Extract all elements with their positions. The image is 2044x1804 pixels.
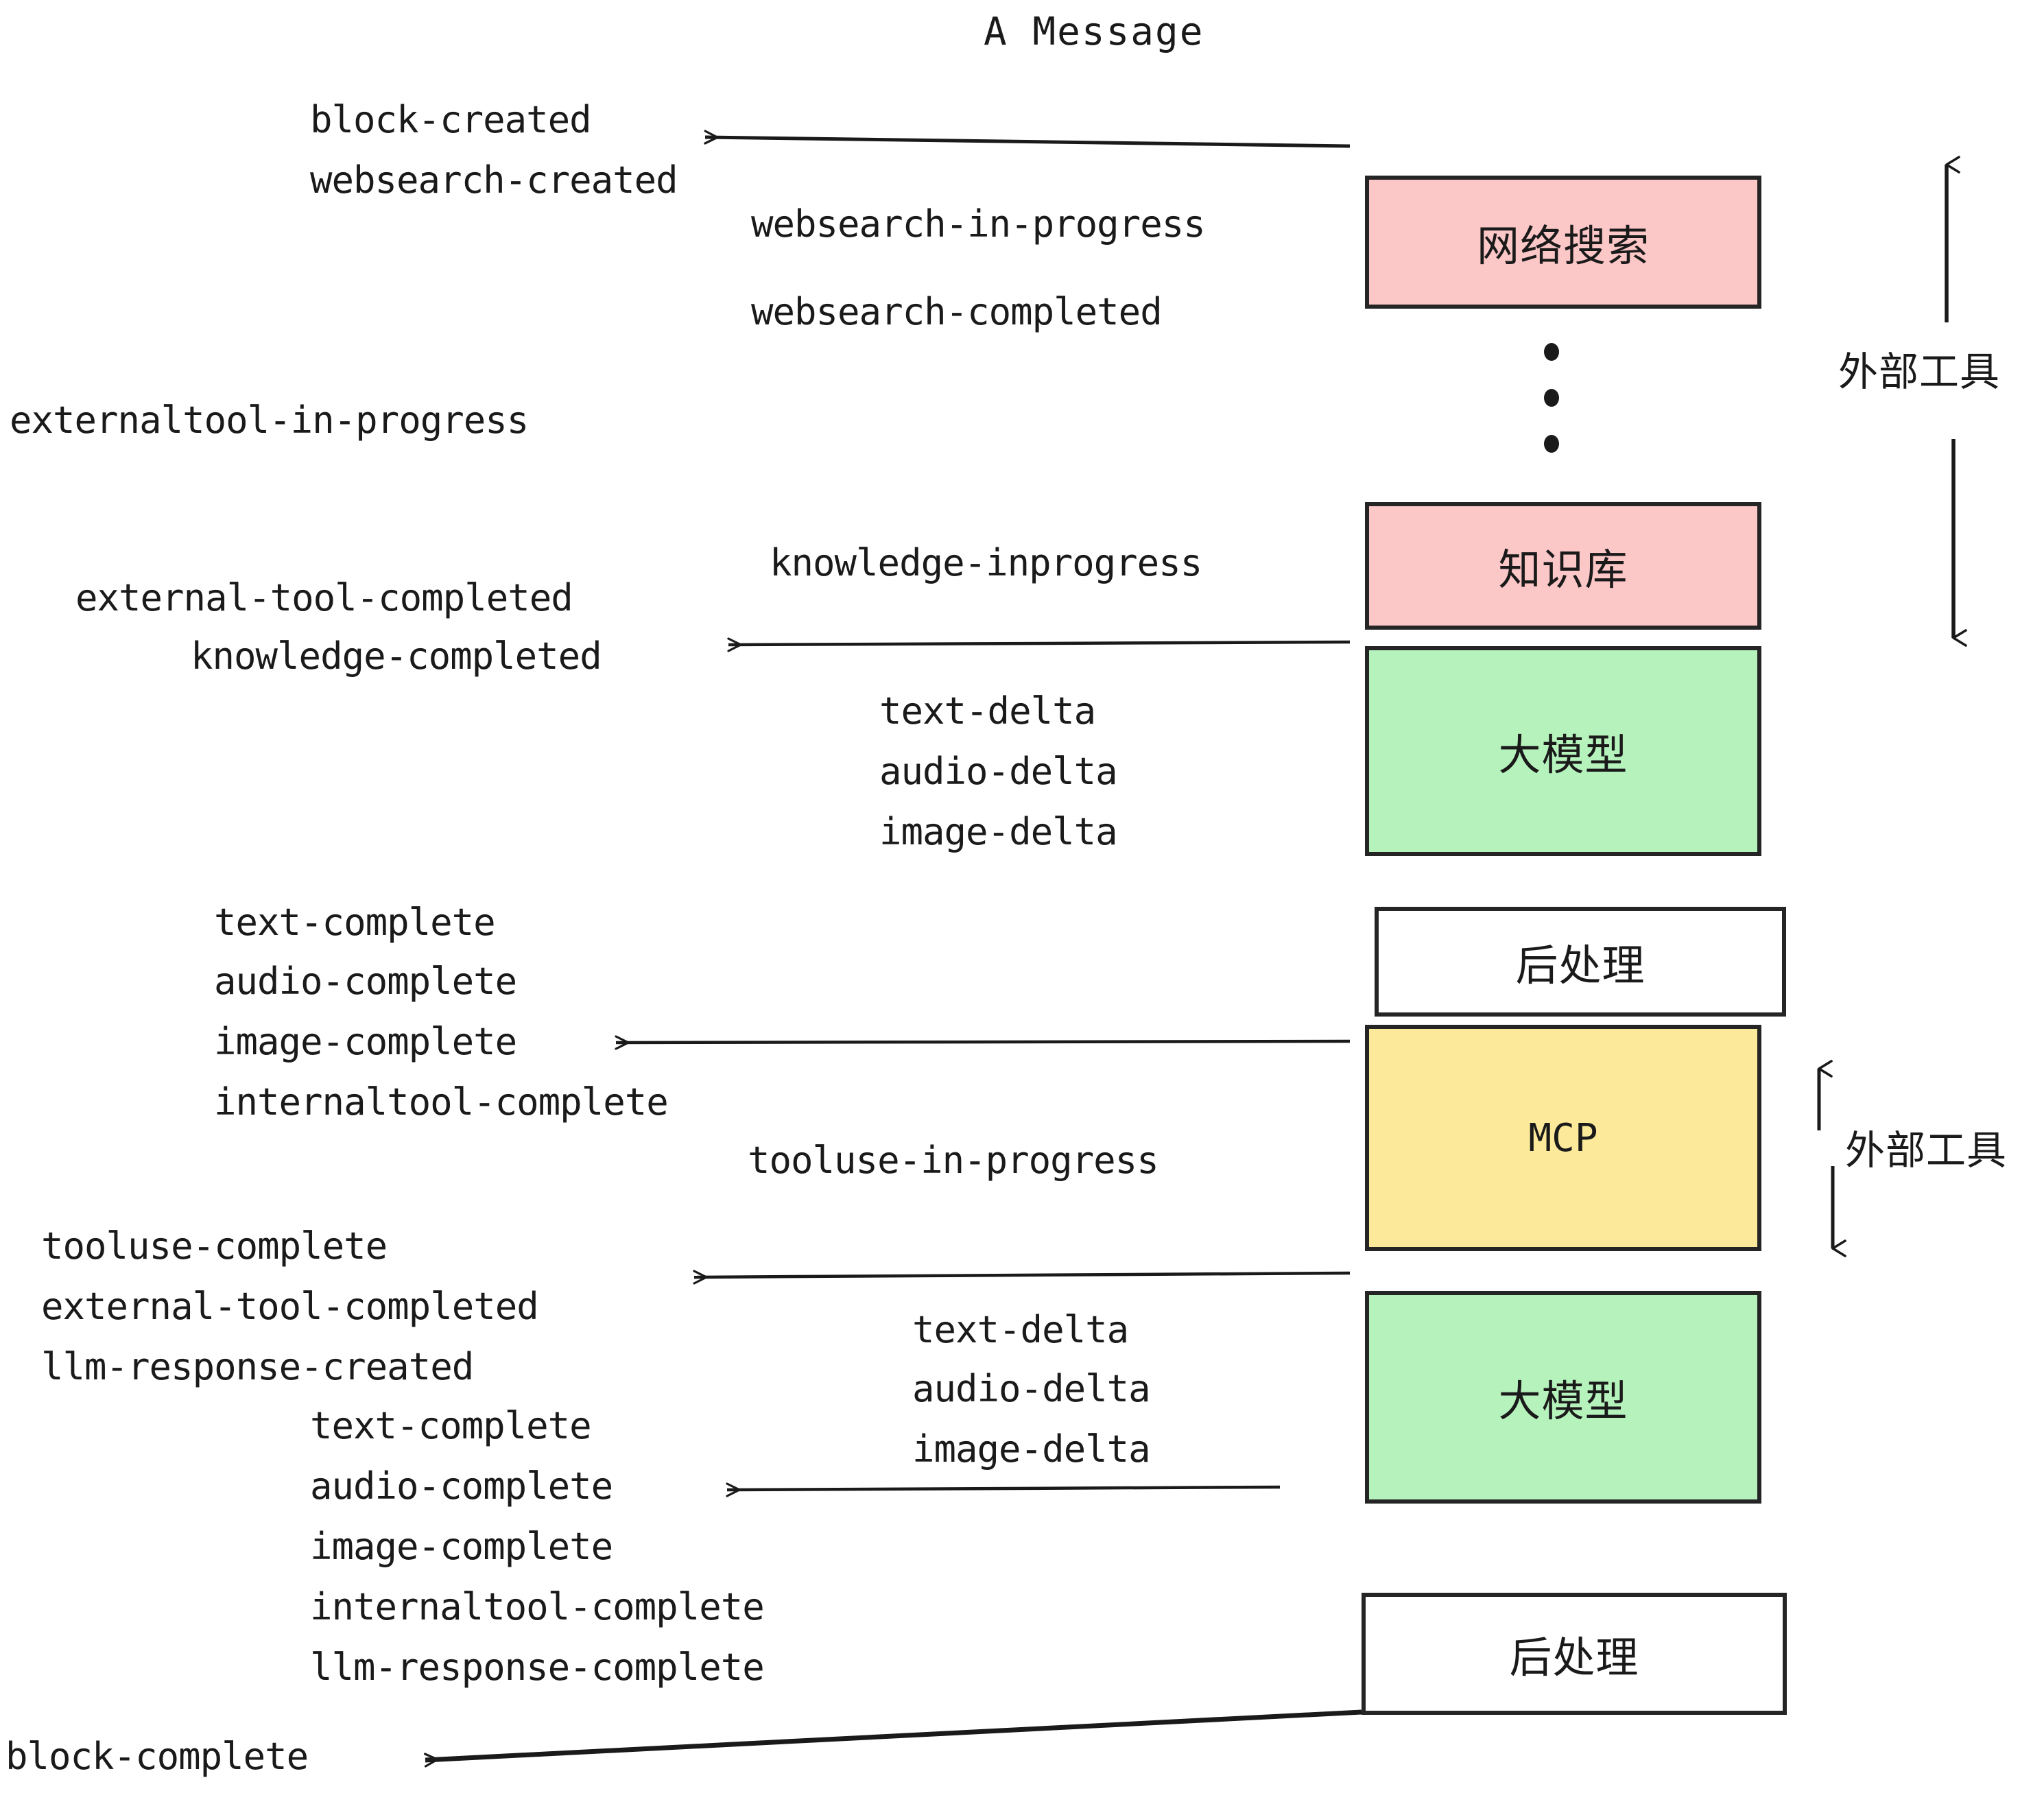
side-label-external-tools-1: 外部工具 <box>1838 348 2001 395</box>
event-websearch-created: websearch-created <box>310 158 678 202</box>
event-tooluse-complete: tooluse-complete <box>41 1224 388 1268</box>
arrow-knowledge-to-completed <box>727 637 1351 652</box>
event-audio-complete-2: audio-complete <box>310 1464 613 1508</box>
event-llm-response-created: llm-response-created <box>41 1345 474 1388</box>
event-websearch-completed: websearch-completed <box>751 290 1163 333</box>
event-text-delta-1: text-delta <box>879 689 1096 733</box>
event-image-delta-1: image-delta <box>879 810 1118 853</box>
arrow-websearch-to-created <box>704 130 1351 148</box>
node-mcp[interactable]: MCP <box>1365 1025 1761 1251</box>
vertical-ellipsis-icon <box>1543 343 1560 453</box>
event-text-delta-2: text-delta <box>912 1308 1129 1351</box>
event-llm-response-complete: llm-response-complete <box>310 1646 765 1689</box>
node-postprocess-2[interactable]: 后处理 <box>1362 1593 1787 1715</box>
diagram-title: A Message <box>984 10 1204 54</box>
arrow-llm2-to-audio-complete <box>726 1482 1281 1497</box>
node-llm-2[interactable]: 大模型 <box>1365 1291 1761 1504</box>
event-tooluse-in-progress: tooluse-in-progress <box>748 1139 1159 1182</box>
node-postprocess-1[interactable]: 后处理 <box>1375 907 1786 1017</box>
node-postprocess-1-label: 后处理 <box>1515 940 1645 990</box>
event-image-complete-1: image-complete <box>214 1020 517 1063</box>
event-text-complete-1: text-complete <box>214 901 496 944</box>
node-postprocess-2-label: 后处理 <box>1509 1633 1639 1683</box>
event-external-tool-completed-2: external-tool-completed <box>41 1285 539 1328</box>
event-image-delta-2: image-delta <box>912 1427 1151 1471</box>
node-llm-1-label: 大模型 <box>1498 730 1628 780</box>
event-block-created: block-created <box>310 98 592 141</box>
event-externaltool-in-progress: externaltool-in-progress <box>10 399 529 442</box>
node-llm-2-label: 大模型 <box>1498 1376 1628 1426</box>
node-mcp-label: MCP <box>1528 1115 1598 1161</box>
event-audio-delta-1: audio-delta <box>879 750 1118 793</box>
arrow-postprocess-to-block-complete <box>423 1709 1362 1768</box>
side-label-external-tools-2: 外部工具 <box>1845 1127 2008 1174</box>
node-web-search-label: 网络搜索 <box>1476 221 1650 271</box>
event-internaltool-complete-2: internaltool-complete <box>310 1585 765 1628</box>
event-websearch-in-progress: websearch-in-progress <box>751 202 1206 246</box>
event-image-complete-2: image-complete <box>310 1525 613 1568</box>
event-audio-complete-1: audio-complete <box>214 960 517 1003</box>
event-text-complete-2: text-complete <box>310 1404 592 1447</box>
event-audio-delta-2: audio-delta <box>912 1367 1151 1410</box>
event-internaltool-complete-1: internaltool-complete <box>214 1080 669 1124</box>
node-llm-1[interactable]: 大模型 <box>1365 646 1761 856</box>
event-block-complete: block-complete <box>5 1735 309 1778</box>
arrow-mcp-to-tooluse-complete <box>693 1270 1351 1285</box>
event-external-tool-completed-1: external-tool-completed <box>75 576 573 619</box>
node-knowledge-base-label: 知识库 <box>1498 545 1628 595</box>
arrow-llm-to-image-complete <box>615 1035 1351 1050</box>
event-knowledge-inprogress: knowledge-inprogress <box>770 541 1202 584</box>
node-knowledge-base[interactable]: 知识库 <box>1365 502 1761 630</box>
event-knowledge-completed: knowledge-completed <box>191 634 602 678</box>
node-web-search[interactable]: 网络搜索 <box>1365 176 1761 309</box>
